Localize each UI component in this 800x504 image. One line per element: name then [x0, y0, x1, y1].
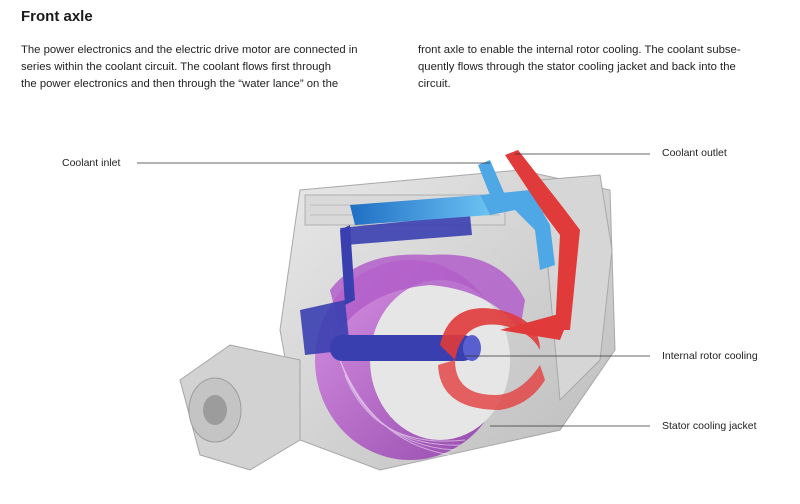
- rotor-cooling-lance: [300, 215, 481, 361]
- coolant-outlet-pipe: [438, 150, 580, 410]
- coolant-inlet-label: Coolant inlet: [62, 157, 121, 169]
- body-text-right-column: front axle to enable the internal rotor …: [418, 44, 741, 90]
- coolant-inlet-pipe: [350, 160, 555, 270]
- internal-rotor-cooling-label: Internal rotor cooling: [662, 350, 758, 362]
- page-title: Front axle: [21, 8, 93, 25]
- body-text-left-column: The power electronics and the electric d…: [21, 44, 358, 90]
- coolant-outlet-label: Coolant outlet: [662, 147, 727, 159]
- stator-cooling-jacket-label: Stator cooling jacket: [662, 420, 757, 432]
- axle-flange: [179, 344, 301, 471]
